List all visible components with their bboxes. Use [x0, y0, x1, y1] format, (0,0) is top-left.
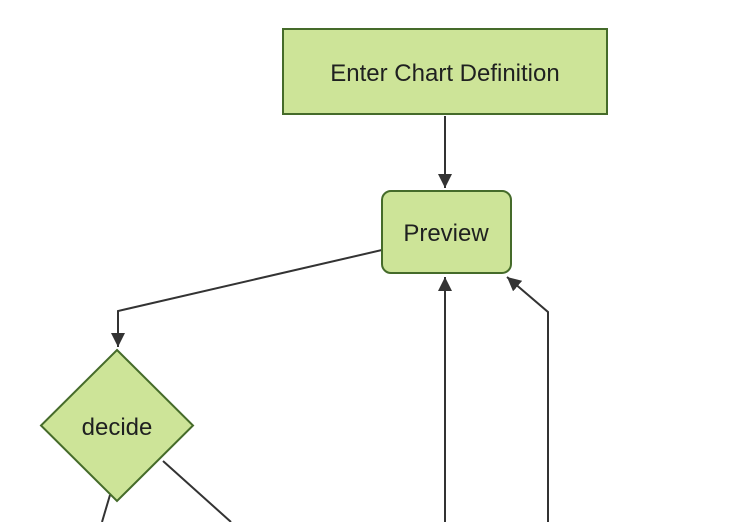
edge-decide-to-offscreen-left	[101, 494, 111, 522]
node-decide	[39, 348, 195, 503]
node-enter-chart-definition-label: Enter Chart Definition	[330, 60, 559, 87]
node-preview-label: Preview	[403, 220, 489, 247]
node-preview	[381, 190, 512, 274]
node-enter-chart-definition	[282, 28, 608, 115]
node-decide-label: decide	[82, 414, 153, 441]
edge-preview-to-decide	[111, 249, 383, 347]
edge-bottom-right-to-preview	[506, 276, 549, 522]
edge-decide-to-offscreen-right	[162, 460, 232, 522]
